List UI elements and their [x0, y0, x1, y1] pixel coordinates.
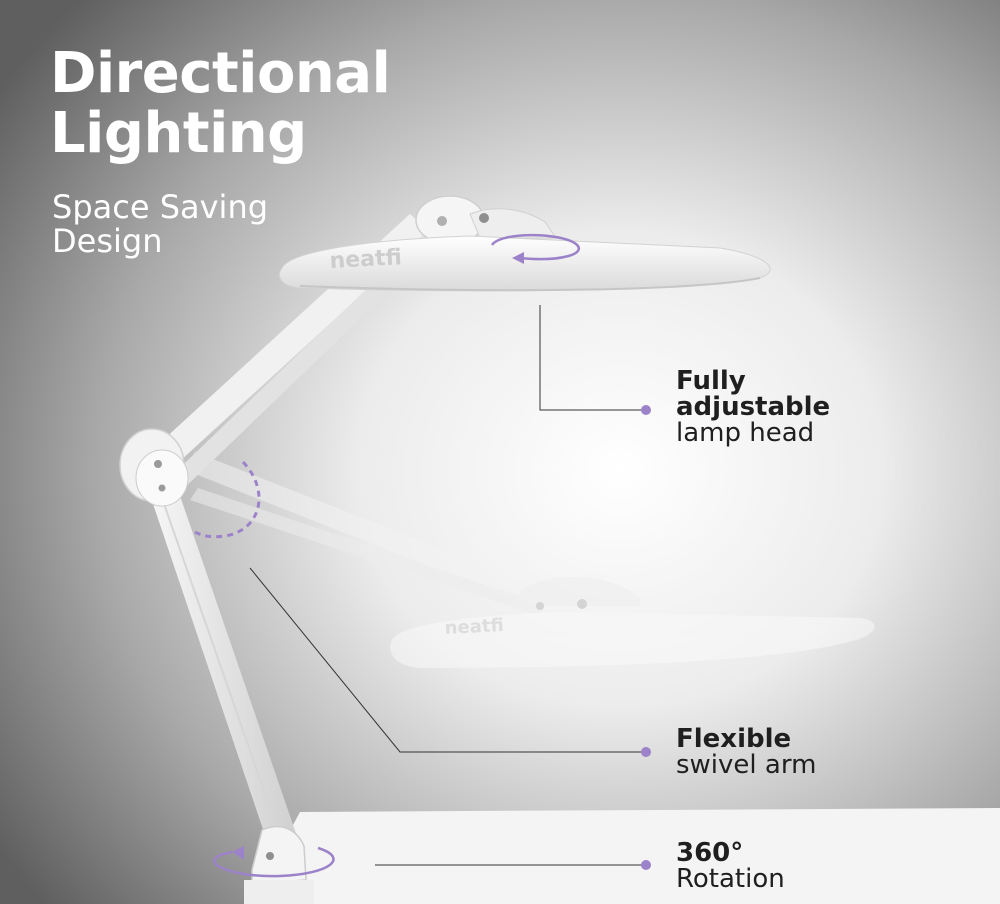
headline-line-2: Lighting: [50, 101, 307, 166]
ghost-logo-text: neatfi: [444, 615, 504, 639]
feature-bold-text: Flexible: [676, 724, 792, 754]
head-hinge: [415, 195, 557, 245]
feature-regular-text: swivel arm: [676, 750, 817, 780]
headline-subtitle: Space Saving Design: [52, 190, 268, 258]
head-rotation-arrow-icon: [490, 233, 580, 264]
feature-bold-text: Fully: [676, 366, 746, 396]
elbow-joint: [119, 428, 189, 507]
feature-rotation: 360° Rotation: [676, 840, 785, 892]
feature-regular-text: lamp head: [676, 418, 815, 448]
headline-title: Directional Lighting: [50, 41, 391, 166]
feature-swivel-arm: Flexible swivel arm: [676, 726, 816, 778]
elbow-rotation-arc: [194, 460, 261, 539]
headline-line-1: Directional: [50, 41, 391, 106]
ghost-lamp: neatfi: [185, 452, 875, 668]
feature-adjustable-head: Fully adjustable lamp head: [676, 368, 830, 446]
lamp-logo-text: neatfi: [329, 245, 402, 274]
base-rotation-arrow-icon: [213, 846, 335, 878]
lower-arm: [150, 490, 300, 850]
base-clamp: [244, 825, 314, 904]
subtitle-line-2: Design: [52, 222, 163, 260]
feature-regular-text: Rotation: [676, 864, 785, 894]
subtitle-line-1: Space Saving: [52, 188, 269, 226]
feature-bold-text: 360°: [676, 838, 744, 868]
feature-bold-text: adjustable: [676, 392, 831, 422]
desk-surface: [250, 808, 1000, 904]
callout-lines: [249, 305, 651, 870]
